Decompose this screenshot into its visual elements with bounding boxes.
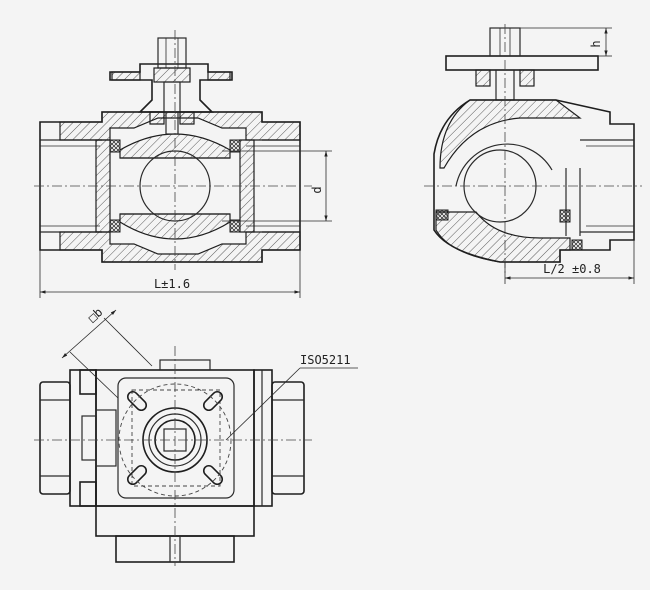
- side-section-view: [424, 24, 642, 284]
- iso-standard-label: ISO5211: [300, 353, 351, 367]
- top-view: [34, 309, 358, 566]
- half-length-label: L/2 ±0.8: [543, 262, 601, 276]
- front-section-view: [34, 30, 332, 298]
- stem-height-label: h: [589, 40, 603, 47]
- length-label: L±1.6: [154, 277, 190, 291]
- diameter-label: d: [310, 186, 324, 193]
